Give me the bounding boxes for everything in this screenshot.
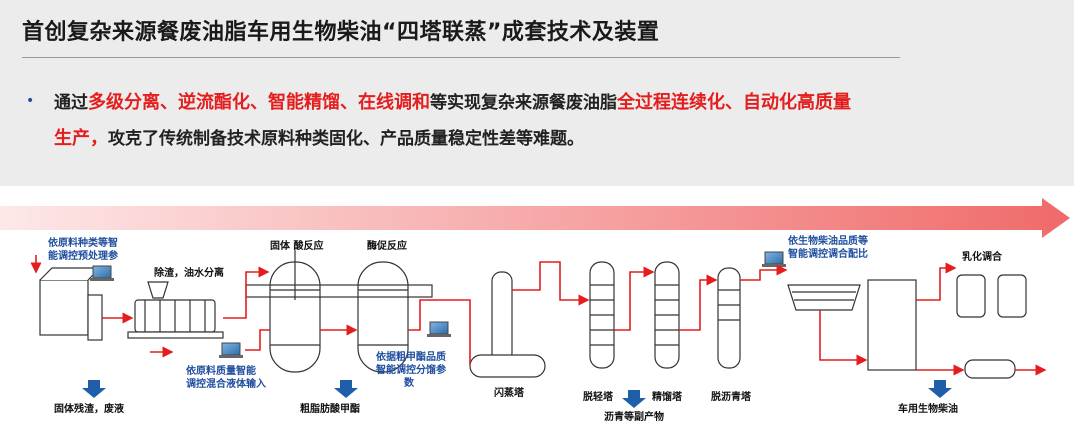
flash-tower: [491, 271, 513, 363]
summary-text: 攻克了传统制备技术原料种类固化、产品质量稳定性差等难题。: [108, 129, 584, 149]
flash-drum: [469, 354, 546, 378]
control-laptop-icons: [90, 251, 786, 358]
feed-hopper: [39, 279, 89, 336]
blend-trough: [787, 284, 861, 311]
blend-control-label-1: 依原料质量智能: [186, 366, 256, 377]
bullet-icon: •: [26, 93, 35, 109]
separation-label: 除渣，油水分离: [154, 268, 224, 279]
distill-control-label-1: 依据粗甲酯品质: [376, 352, 446, 363]
down-arrow-icon: [334, 380, 358, 398]
emulsify-tank-1: [956, 274, 986, 318]
output-crude-label: 粗脂肪酸甲酯: [300, 404, 360, 415]
pretreat-control-label-2: 能调控预处理参: [48, 251, 118, 262]
separator-base: [127, 331, 224, 339]
summary-line-2: 生产，攻克了传统制备技术原料种类固化、产品质量稳定性差等难题。: [54, 124, 584, 150]
solid-acid-label: 固体 酸反应: [270, 241, 324, 252]
asphalt-tower: [717, 267, 741, 369]
summary-panel: [0, 0, 1074, 186]
process-pipes: [30, 255, 1047, 376]
quality-control-label-1: 依生物柴油品质等: [788, 236, 868, 247]
summary-highlight: 多级分离、逆流酯化、智能精馏、在线调和: [88, 92, 430, 113]
title-divider: [22, 57, 900, 58]
flash-tower-label: 闪蒸塔: [494, 388, 524, 399]
separator-hopper: [147, 281, 169, 299]
distill-control-label-3: 数: [404, 378, 414, 389]
distill-control-label-2: 智能调控分馏参: [376, 365, 446, 376]
emulsify-label: 乳化调合: [962, 252, 1002, 263]
page-title: 首创复杂来源餐废油脂车用生物柴油“四塔联蒸”成套技术及装置: [22, 20, 660, 45]
summary-highlight: 生产，: [54, 128, 108, 149]
byproduct-label: 沥青等副产物: [604, 412, 664, 423]
product-label: 车用生物柴油: [898, 404, 958, 415]
emulsify-tank-2: [997, 274, 1027, 318]
enzyme-label: 酶促反应: [367, 241, 407, 252]
refine-tower-label: 精馏塔: [652, 392, 682, 403]
asphalt-tower-label: 脱沥青塔: [711, 392, 751, 403]
process-banner-arrow: [0, 198, 1070, 238]
down-arrow-icon: [82, 380, 106, 398]
blend-control-label-2: 调控混合液体输入: [186, 379, 266, 390]
summary-text: 通过: [54, 93, 88, 113]
mixer-drum: [964, 359, 1016, 379]
light-tower-label: 脱轻塔: [583, 392, 613, 403]
down-arrow-icon: [622, 390, 646, 408]
summary-highlight: 全过程连续化、自动化高质量: [617, 92, 851, 113]
quality-control-label-2: 智能调控调合配比: [788, 249, 868, 260]
pretreat-unit: [87, 294, 103, 341]
output-arrows: [82, 380, 952, 408]
summary-line-1: 通过多级分离、逆流酯化、智能精馏、在线调和等实现复杂来源餐废油脂全过程连续化、自…: [54, 88, 851, 114]
storage-tank: [867, 279, 917, 371]
down-arrow-icon: [928, 380, 952, 398]
summary-text: 等实现复杂来源餐废油脂: [430, 93, 617, 113]
output-solid-label: 固体残渣，废液: [54, 404, 124, 415]
pretreat-control-label-1: 依原料种类等智: [48, 238, 118, 249]
